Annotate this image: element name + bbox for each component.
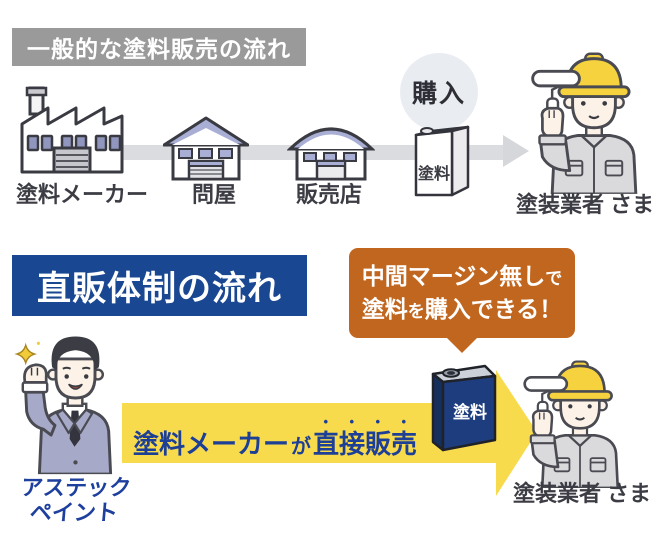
callout-line1: 中間マージン無しで — [362, 260, 563, 293]
general-flow-title: 一般的な塗料販売の流れ — [27, 36, 291, 62]
direct-sales-arrow-icon — [122, 370, 537, 496]
general-flow-header: 一般的な塗料販売の流れ — [12, 28, 306, 66]
paint-roller-icon — [533, 54, 636, 194]
arrow-text-main: 塗料メーカー — [133, 429, 290, 459]
company-name-label: アステック ペイント — [8, 475, 142, 525]
flow-arrow-icon — [503, 135, 529, 167]
paint-can-navy-label: 塗料 — [453, 402, 487, 422]
sparkle-icon — [17, 337, 111, 474]
store-icon — [287, 127, 375, 181]
painter-worker-icon — [521, 42, 667, 194]
purchase-badge-label: 購入 — [411, 80, 466, 108]
salesperson-icon — [14, 318, 136, 476]
wholesaler-label: 問屋 — [191, 182, 236, 207]
contractor-label-top: 塗装業者 さま — [515, 192, 655, 217]
factory-icon — [20, 86, 124, 174]
direct-flow-title: 直販体制の流れ — [37, 270, 282, 308]
paint-roller-icon — [525, 362, 618, 488]
direct-flow-header: 直販体制の流れ — [12, 255, 307, 316]
paint-can-navy-icon: 塗料 — [431, 364, 497, 452]
callout-line2: 塗料を購入できる！ — [362, 293, 563, 326]
direct-sales-arrow-text: 塗料メーカー が 直接販売 — [133, 414, 417, 461]
callout-line2-main: 購入できる！ — [424, 296, 563, 322]
callout-line1-main: 中間マージン無し — [361, 262, 546, 289]
paint-can-white-icon: 塗料 — [414, 125, 470, 197]
purchase-badge: 購入 — [400, 53, 478, 131]
arrow-text-particle: が — [291, 436, 312, 458]
paint-can-white-label: 塗料 — [418, 164, 450, 183]
retailer-label: 販売店 — [295, 182, 362, 207]
painter-worker-icon-bottom — [514, 351, 646, 488]
company-name-line1: アステック — [19, 475, 133, 500]
warehouse-icon — [163, 116, 249, 181]
flow-line — [55, 145, 503, 160]
callout-line2-lead: 塗料 — [361, 296, 408, 322]
contractor-label-bottom: 塗装業者 さま — [512, 481, 652, 506]
company-name-line2: ペイント — [28, 500, 120, 525]
callout-line2-small: を — [407, 302, 425, 321]
callout-line1-small: で — [545, 268, 563, 288]
maker-label: 塗料メーカー — [15, 182, 148, 207]
no-margin-callout-bubble: 中間マージン無しで 塗料を購入できる！ — [349, 248, 575, 353]
arrow-text-emphasized: 直接販売 — [313, 429, 418, 459]
